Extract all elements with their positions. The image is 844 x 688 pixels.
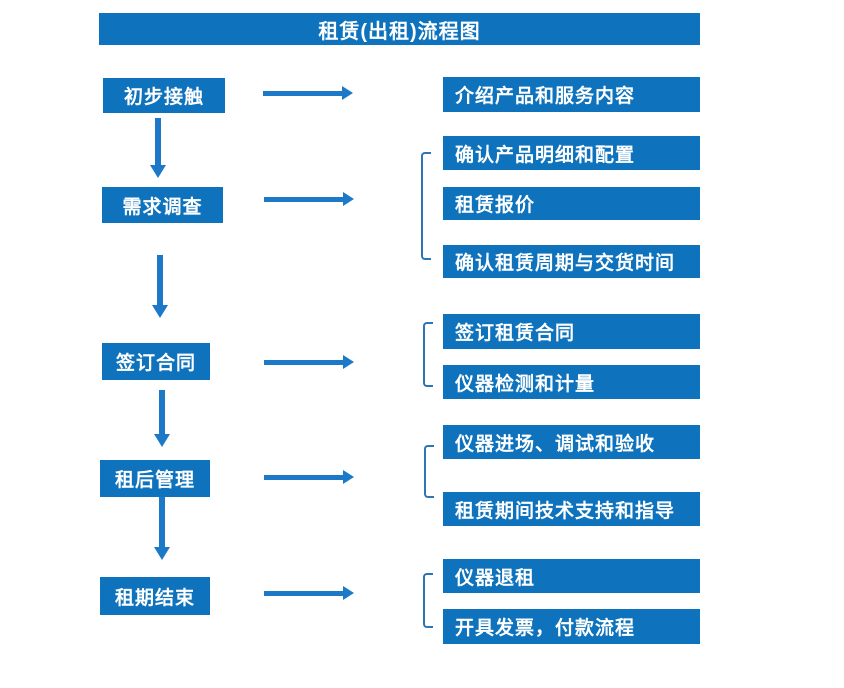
arrow-shaft xyxy=(264,359,343,365)
group-bracket-icon-5 xyxy=(423,573,433,628)
arrow-head xyxy=(343,355,354,369)
arrow-shaft xyxy=(157,255,163,305)
down-arrow-icon-1 xyxy=(150,118,166,178)
step-box-post-rental-management: 租后管理 xyxy=(100,460,210,497)
arrow-shaft xyxy=(264,474,343,480)
step-box-sign-contract: 签订合同 xyxy=(102,343,210,380)
group-bracket-icon-2 xyxy=(421,152,431,260)
detail-box: 租赁期间技术支持和指导 xyxy=(443,492,700,526)
right-arrow-icon-5 xyxy=(264,586,354,600)
down-arrow-icon-4 xyxy=(154,497,170,560)
detail-box: 仪器退租 xyxy=(443,559,700,593)
arrow-shaft xyxy=(159,390,165,434)
arrow-shaft xyxy=(264,590,343,596)
arrow-head xyxy=(152,305,168,318)
arrow-shaft xyxy=(264,196,343,202)
arrow-head xyxy=(154,434,170,447)
down-arrow-icon-3 xyxy=(154,390,170,447)
detail-box: 租赁报价 xyxy=(443,187,700,220)
arrow-head xyxy=(150,165,166,178)
detail-box: 确认租赁周期与交货时间 xyxy=(443,245,700,278)
arrow-shaft xyxy=(155,118,161,165)
right-arrow-icon-3 xyxy=(264,355,354,369)
detail-box: 签订租赁合同 xyxy=(443,314,700,349)
arrow-head xyxy=(154,547,170,560)
arrow-head xyxy=(343,192,354,206)
arrow-shaft xyxy=(159,497,165,547)
detail-box: 仪器检测和计量 xyxy=(443,365,700,399)
group-bracket-icon-4 xyxy=(424,445,434,498)
arrow-shaft xyxy=(263,90,342,96)
detail-box: 介绍产品和服务内容 xyxy=(443,77,700,112)
detail-box: 确认产品明细和配置 xyxy=(443,136,700,170)
right-arrow-icon-2 xyxy=(264,192,354,206)
group-bracket-icon-3 xyxy=(423,322,433,387)
step-box-demand-survey: 需求调查 xyxy=(102,187,223,223)
step-box-lease-end: 租期结束 xyxy=(100,577,210,615)
right-arrow-icon-4 xyxy=(264,470,354,484)
arrow-head xyxy=(343,470,354,484)
arrow-head xyxy=(343,586,354,600)
detail-box: 仪器进场、调试和验收 xyxy=(443,425,700,459)
detail-box: 开具发票，付款流程 xyxy=(443,609,700,644)
flowchart-title: 租赁(出租)流程图 xyxy=(99,13,700,45)
down-arrow-icon-2 xyxy=(152,255,168,318)
arrow-head xyxy=(342,86,353,100)
step-box-initial-contact: 初步接触 xyxy=(103,78,225,113)
right-arrow-icon-1 xyxy=(263,86,353,100)
